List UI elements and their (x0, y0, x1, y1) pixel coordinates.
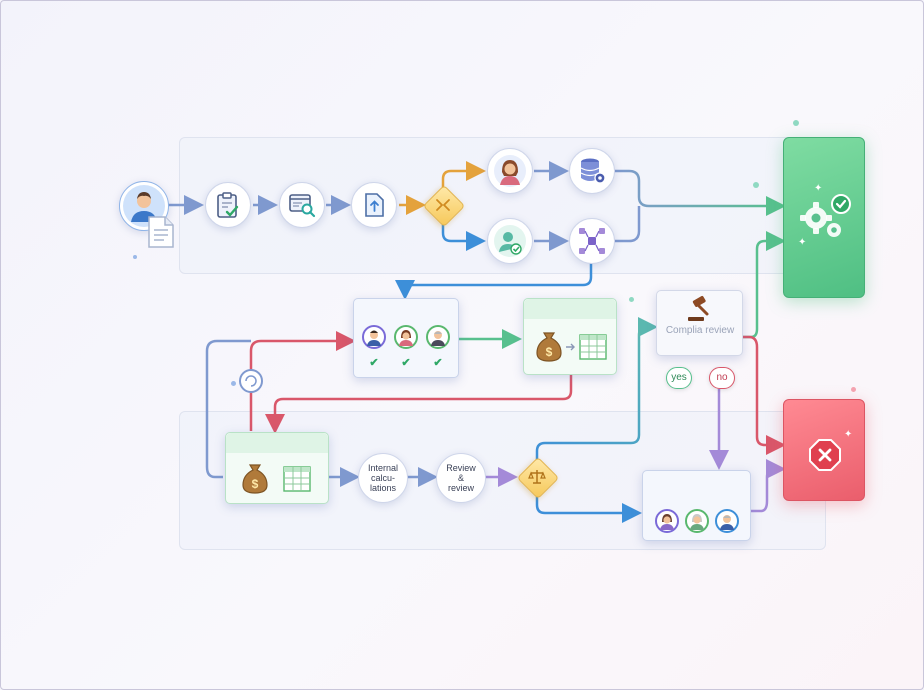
male-avatar-icon (367, 330, 381, 346)
arrow-step5b-merge (615, 206, 641, 243)
user-check-icon (494, 225, 526, 257)
svg-text:$: $ (252, 477, 259, 491)
female-avatar-icon (399, 330, 413, 346)
svg-text:$: $ (546, 345, 553, 359)
approval-check-3: ✔ (433, 357, 443, 369)
arrow-decision-step4b (441, 219, 486, 251)
older-male-avatar-icon (431, 331, 445, 346)
upload-icon (365, 193, 384, 217)
failure-outcome-block[interactable]: ✦ (783, 399, 865, 501)
decor-dot (851, 387, 856, 392)
browser-search-icon (289, 194, 316, 218)
yes-pill[interactable]: yes (666, 367, 692, 389)
search-node[interactable] (279, 182, 325, 228)
sparkle: ✦ (798, 237, 807, 248)
arrow-merge-success (615, 169, 786, 216)
reviewer-avatar-1 (655, 509, 679, 533)
reviewers-card[interactable] (642, 470, 751, 541)
arrow-compliance-failure (743, 335, 786, 455)
money-bag-spreadsheet-icon: $ (242, 464, 311, 494)
arrow-return-loop (205, 339, 251, 479)
gears-check-icon (800, 194, 851, 237)
loop-node[interactable] (239, 369, 263, 393)
sparkle: ✦ (814, 183, 823, 194)
approval-check-2: ✔ (401, 357, 411, 369)
upload-node[interactable] (351, 182, 397, 228)
decor-dot (133, 255, 137, 259)
reviewer-avatar-2 (685, 509, 709, 533)
sparkle: ✦ (844, 429, 853, 440)
approver-avatar-1 (362, 325, 386, 349)
compliance-label: Complia review (665, 325, 735, 336)
arrow-compliance-success (743, 231, 786, 339)
decor-dot (753, 182, 759, 188)
database-gear-icon (580, 158, 606, 184)
verified-user-node[interactable] (487, 218, 533, 264)
approver-avatar-3 (426, 325, 450, 349)
reviewer-avatar-3 (715, 509, 739, 533)
money-bag-spreadsheet-icon: $ (536, 332, 607, 362)
female-avatar-icon (660, 514, 674, 530)
review-form-node[interactable] (205, 182, 251, 228)
arrow-reviewers-failure (751, 459, 786, 513)
budget-card-bottom[interactable]: $ (225, 432, 329, 504)
card-header-band (226, 433, 328, 453)
decor-dot (629, 297, 634, 302)
network-nodes-icon (579, 228, 605, 254)
arrow-decision-step4a (441, 161, 486, 191)
decor-dot (231, 381, 236, 386)
scales-icon (528, 470, 546, 484)
approval-check-1: ✔ (369, 357, 379, 369)
review-node[interactable]: Review & review (436, 453, 486, 503)
no-pill[interactable]: no (709, 367, 735, 389)
internal-calculations-node[interactable]: Internal calcu-lations (358, 453, 408, 503)
loop-icon (245, 375, 257, 387)
older-female-avatar-icon (690, 514, 704, 530)
approvers-card[interactable]: ✔ ✔ ✔ (353, 298, 459, 378)
split-arrow-icon (436, 199, 450, 211)
compliance-card[interactable]: Complia review (656, 290, 743, 356)
female-user-node[interactable] (487, 148, 533, 194)
database-node[interactable] (569, 148, 615, 194)
older-male-avatar-icon (720, 515, 734, 530)
gavel-icon (688, 295, 709, 321)
approver-avatar-2 (394, 325, 418, 349)
document-icon (148, 216, 174, 248)
integration-node[interactable] (569, 218, 615, 264)
arrow-loop-approvers (249, 331, 356, 431)
female-user-icon (494, 155, 526, 187)
arrow-decision2-compliance (535, 317, 658, 463)
success-outcome-block[interactable]: ✦ ✦ (783, 137, 865, 298)
arrow-step5b-approvers (395, 263, 593, 300)
internal-calculations-label: Internal calcu-lations (367, 463, 399, 493)
budget-card[interactable]: $ (523, 298, 617, 375)
stop-x-icon (809, 439, 841, 471)
card-header-band (524, 299, 616, 319)
arrow-decision2-reviewers (535, 491, 642, 523)
review-label: Review & review (446, 463, 476, 493)
arrow-budget-budget2 (265, 375, 573, 434)
decor-dot (793, 120, 799, 126)
clipboard-check-icon (217, 192, 239, 218)
